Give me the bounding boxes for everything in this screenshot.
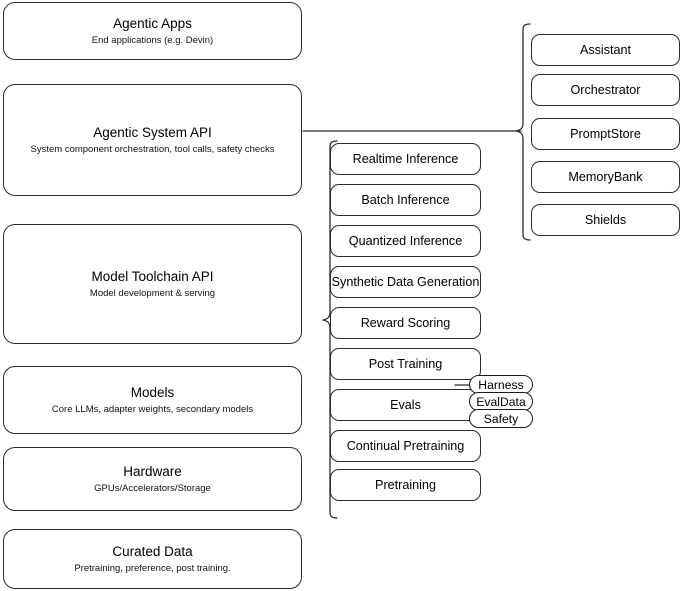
- stack-layer-model-toolchain-api[interactable]: Model Toolchain API Model development & …: [3, 224, 302, 344]
- stack-layer-subtitle: System component orchestration, tool cal…: [30, 143, 275, 155]
- toolchain-item-label: Continual Pretraining: [346, 438, 465, 453]
- toolchain-item-label: Batch Inference: [361, 192, 450, 207]
- stack-layer-subtitle: Pretraining, preference, post training.: [74, 562, 231, 574]
- stack-layer-subtitle: Model development & serving: [89, 287, 216, 299]
- toolchain-item-evals[interactable]: Evals: [330, 389, 481, 421]
- toolchain-item-quantized-inference[interactable]: Quantized Inference: [330, 225, 481, 257]
- agentic-component-memorybank[interactable]: MemoryBank: [531, 161, 680, 193]
- stack-layer-agentic-system-api[interactable]: Agentic System API System component orch…: [3, 84, 302, 196]
- agentic-component-label: MemoryBank: [568, 169, 643, 184]
- toolchain-item-post-training[interactable]: Post Training: [330, 348, 481, 380]
- stack-layer-title: Agentic Apps: [113, 15, 192, 31]
- stack-layer-title: Curated Data: [112, 543, 193, 559]
- stack-layer-curated-data[interactable]: Curated Data Pretraining, preference, po…: [3, 529, 302, 589]
- agentic-component-assistant[interactable]: Assistant: [531, 34, 680, 66]
- agentic-component-label: Assistant: [579, 42, 632, 57]
- eval-pill-safety[interactable]: Safety: [469, 409, 533, 428]
- stack-layer-title: Models: [130, 384, 175, 400]
- toolchain-item-batch-inference[interactable]: Batch Inference: [330, 184, 481, 216]
- toolchain-item-label: Reward Scoring: [360, 315, 451, 330]
- eval-pill-label: Harness: [478, 377, 524, 392]
- stack-layer-subtitle: End applications (e.g. Devin): [91, 34, 214, 46]
- toolchain-item-label: Quantized Inference: [348, 233, 463, 248]
- toolchain-item-realtime-inference[interactable]: Realtime Inference: [330, 143, 481, 175]
- toolchain-item-label: Evals: [390, 397, 421, 412]
- stack-layer-models[interactable]: Models Core LLMs, adapter weights, secon…: [3, 366, 302, 434]
- eval-pill-label: Safety: [483, 411, 519, 426]
- eval-pill-harness[interactable]: Harness: [469, 375, 533, 394]
- toolchain-item-label: Realtime Inference: [352, 151, 459, 166]
- toolchain-item-label: Pretraining: [375, 477, 436, 492]
- stack-layer-subtitle: GPUs/Accelerators/Storage: [94, 482, 211, 494]
- agentic-component-shields[interactable]: Shields: [531, 204, 680, 236]
- agentic-component-orchestrator[interactable]: Orchestrator: [531, 74, 680, 106]
- agentic-components-brace: [515, 23, 531, 241]
- agentic-component-label: Shields: [584, 212, 627, 227]
- eval-pill-evaldata[interactable]: EvalData: [469, 392, 533, 411]
- toolchain-item-reward-scoring[interactable]: Reward Scoring: [330, 307, 481, 339]
- toolchain-item-label: Post Training: [368, 356, 443, 371]
- stack-layer-subtitle: Core LLMs, adapter weights, secondary mo…: [51, 403, 254, 415]
- eval-pill-label: EvalData: [476, 394, 526, 409]
- stack-layer-agentic-apps[interactable]: Agentic Apps End applications (e.g. Devi…: [3, 2, 302, 60]
- agentic-component-label: PromptStore: [570, 126, 641, 141]
- toolchain-item-synthetic-data-generation[interactable]: Synthetic Data Generation: [330, 266, 481, 298]
- toolchain-item-continual-pretraining[interactable]: Continual Pretraining: [330, 430, 481, 462]
- stack-layer-title: Agentic System API: [93, 124, 212, 140]
- stack-layer-title: Hardware: [123, 463, 182, 479]
- agentic-component-label: Orchestrator: [570, 82, 641, 97]
- agentic-component-promptstore[interactable]: PromptStore: [531, 118, 680, 150]
- stack-layer-hardware[interactable]: Hardware GPUs/Accelerators/Storage: [3, 447, 302, 511]
- toolchain-item-pretraining[interactable]: Pretraining: [330, 469, 481, 501]
- toolchain-item-label: Synthetic Data Generation: [331, 274, 480, 289]
- stack-layer-title: Model Toolchain API: [91, 268, 214, 284]
